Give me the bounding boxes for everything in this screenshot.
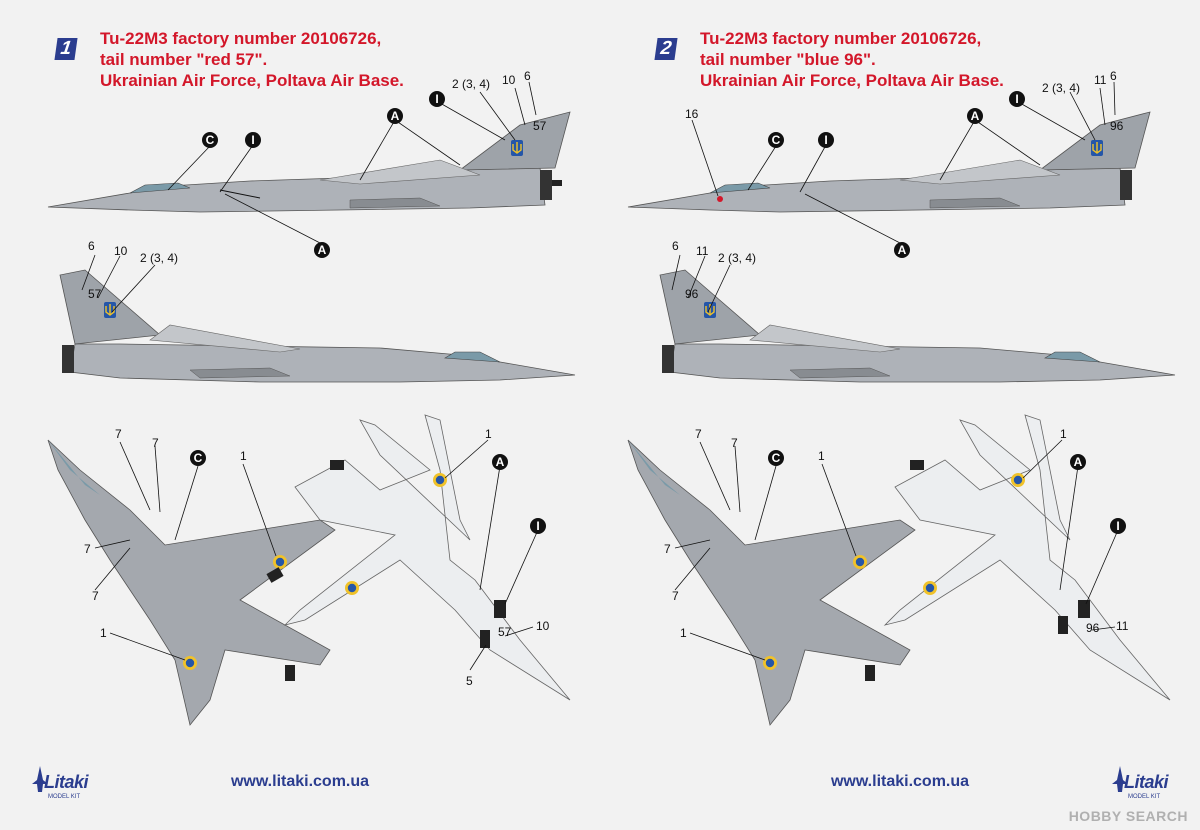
title-line: tail number "blue 96".: [700, 50, 876, 69]
callout-i: I: [435, 92, 438, 106]
logo-name: Litaki: [44, 772, 89, 792]
title-line: tail number "red 57".: [100, 50, 268, 69]
aircraft-drawings: 96 96 96: [627, 69, 1176, 726]
callout-a: A: [971, 109, 980, 123]
leader-lines: [671, 81, 1119, 661]
svg-text:96: 96: [1086, 621, 1100, 635]
logo-plane-icon: [1112, 766, 1128, 792]
label-2-3-4: 2 (3, 4): [452, 77, 490, 91]
number-labels: 2 (3, 4) 10 6 6 10 2 (3, 4) 7 7 1 7 7 1 …: [84, 69, 550, 688]
callout-i: I: [1116, 519, 1119, 533]
bottom-view: 57: [283, 414, 571, 701]
callout-markers: C I A I A C A I: [190, 91, 546, 534]
label-5: 5: [466, 674, 473, 688]
label-11: 11: [1116, 619, 1129, 633]
label-10: 10: [536, 619, 550, 633]
label-6: 6: [88, 239, 95, 253]
decal-panel-2: 2 Tu-22M3 factory number 20106726, tail …: [600, 0, 1200, 830]
callout-a: A: [1074, 455, 1083, 469]
side-view-left: 57: [47, 111, 571, 213]
label-7: 7: [664, 542, 671, 556]
title-line: Ukrainian Air Force, Poltava Air Base.: [100, 71, 404, 90]
callout-markers: C I A I A C A I: [768, 91, 1126, 534]
label-10: 10: [502, 73, 516, 87]
callout-c: C: [206, 133, 215, 147]
label-10: 10: [114, 244, 128, 258]
label-16: 16: [685, 107, 699, 121]
callout-i: I: [251, 133, 254, 147]
aircraft-drawings: 57 57: [47, 69, 576, 726]
callout-a: A: [391, 109, 400, 123]
top-view: [627, 439, 916, 726]
leader-lines: [81, 81, 539, 671]
callout-i: I: [536, 519, 539, 533]
callout-a: A: [898, 243, 907, 257]
label-2-3-4: 2 (3, 4): [140, 251, 178, 265]
svg-text:57: 57: [88, 287, 102, 301]
logo-plane-icon: [32, 766, 48, 792]
side-view-left: 96: [627, 111, 1151, 213]
callout-a: A: [318, 243, 327, 257]
label-1: 1: [240, 449, 247, 463]
label-11: 11: [696, 244, 709, 258]
label-6: 6: [1110, 69, 1117, 83]
label-7: 7: [672, 589, 679, 603]
bottom-view: 96: [883, 414, 1171, 701]
label-1: 1: [100, 626, 107, 640]
number-labels: 16 2 (3, 4) 11 6 6 11 2 (3, 4) 7 7 1 7 7…: [664, 69, 1129, 640]
side-view-right: 96: [659, 269, 1176, 383]
label-1: 1: [485, 427, 492, 441]
label-1: 1: [818, 449, 825, 463]
title-line: Ukrainian Air Force, Poltava Air Base.: [700, 71, 1004, 90]
label-7: 7: [731, 436, 738, 450]
profile-title: Tu-22M3 factory number 20106726, tail nu…: [700, 28, 1170, 91]
label-2-3-4: 2 (3, 4): [1042, 81, 1080, 95]
logo-subtitle: MODEL KIT: [48, 794, 81, 800]
label-7: 7: [115, 427, 122, 441]
watermark: HOBBY SEARCH: [1068, 808, 1188, 824]
callout-i: I: [824, 133, 827, 147]
label-11: 11: [1094, 73, 1107, 87]
website-url: www.litaki.com.ua: [830, 773, 970, 790]
label-7: 7: [92, 589, 99, 603]
label-1: 1: [1060, 427, 1067, 441]
callout-c: C: [772, 133, 781, 147]
title-line: Tu-22M3 factory number 20106726,: [700, 29, 982, 48]
litaki-logo: Litaki MODEL KIT: [30, 762, 90, 812]
decal-panel-1: 1 Tu-22M3 factory number 20106726, tail …: [30, 28, 576, 812]
top-view: [47, 439, 336, 726]
label-7: 7: [152, 436, 159, 450]
callout-c: C: [194, 451, 203, 465]
profile-title: Tu-22M3 factory number 20106726, tail nu…: [100, 28, 570, 91]
callout-c: C: [772, 451, 781, 465]
label-7: 7: [84, 542, 91, 556]
svg-text:96: 96: [1110, 119, 1124, 133]
litaki-logo: Litaki MODEL KIT: [1110, 762, 1170, 812]
label-1: 1: [680, 626, 687, 640]
label-2-3-4: 2 (3, 4): [718, 251, 756, 265]
callout-a: A: [496, 455, 505, 469]
label-7: 7: [695, 427, 702, 441]
label-6: 6: [672, 239, 679, 253]
side-view-right: 57: [59, 269, 576, 383]
label-6: 6: [524, 69, 531, 83]
logo-subtitle: MODEL KIT: [1128, 794, 1161, 800]
svg-text:57: 57: [533, 119, 547, 133]
logo-name: Litaki: [1124, 772, 1169, 792]
svg-text:57: 57: [498, 625, 512, 639]
title-line: Tu-22M3 factory number 20106726,: [100, 29, 382, 48]
website-url: www.litaki.com.ua: [230, 773, 370, 790]
callout-i: I: [1015, 92, 1018, 106]
